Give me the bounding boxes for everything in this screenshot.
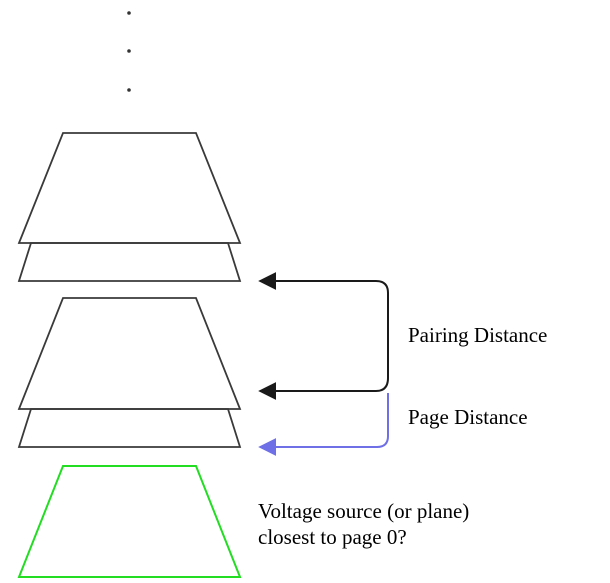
layer-middle-thin: [17, 408, 242, 448]
voltage-source-label-line1: Voltage source (or plane): [258, 499, 470, 523]
page-distance-arrow: [258, 393, 389, 456]
pairing-distance-arrow: [258, 272, 389, 400]
layer-top-thin: [17, 242, 242, 282]
voltage-source-label-line2: closest to page 0?: [258, 525, 407, 549]
layer-middle-main: [17, 297, 242, 410]
layer-top-main: [17, 132, 242, 244]
page-distance-label: Page Distance: [408, 405, 528, 429]
voltage-source-plane: [17, 465, 242, 578]
pairing-distance-label: Pairing Distance: [408, 323, 548, 347]
voltage-source-label: Voltage source (or plane) closest to pag…: [258, 498, 469, 550]
ellipsis-dots-icon: [127, 11, 131, 92]
